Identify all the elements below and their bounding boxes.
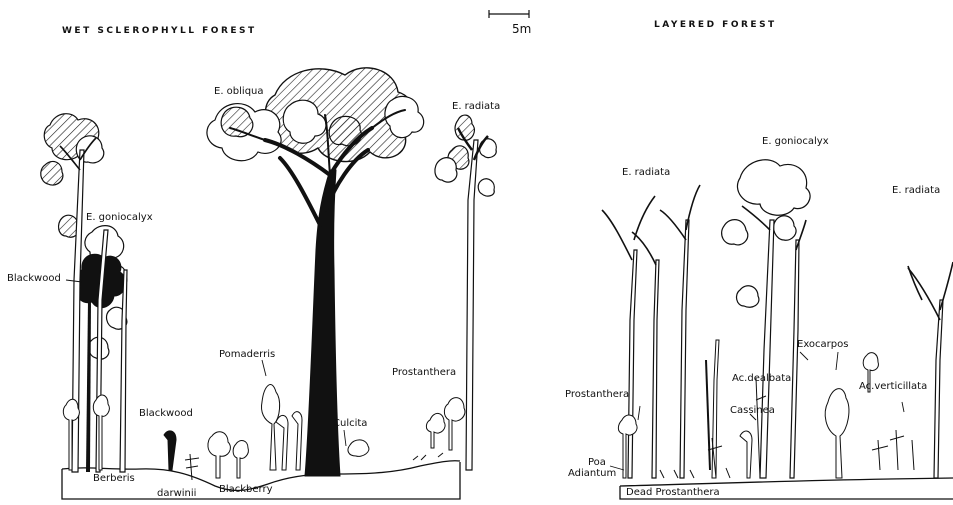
label-e-radiata-right-left: E. radiata — [622, 167, 670, 179]
label-exocarpos: Exocarpos — [797, 339, 848, 351]
tree-e-radiata-right-left — [602, 185, 719, 478]
label-pomaderris: Pomaderris — [219, 349, 275, 361]
heading-layered-forest: LAYERED FOREST — [654, 20, 777, 30]
heading-wet-sclerophyll-forest: WET SCLEROPHYLL FOREST — [62, 26, 257, 36]
label-e-radiata-left: E. radiata — [452, 101, 500, 113]
label-adiantum: Adiantum — [568, 468, 616, 480]
label-blackwood-upper: Blackwood — [7, 273, 61, 285]
label-e-obliqua: E. obliqua — [214, 86, 264, 98]
scale-label: 5m — [512, 22, 531, 36]
label-darwinii: darwinii — [157, 488, 196, 500]
label-e-radiata-right-right: E. radiata — [892, 185, 940, 197]
label-ac-verticillata: Ac.verticillata — [859, 381, 927, 393]
label-prostanthera-right: Prostanthera — [565, 389, 629, 401]
label-ac-dealbata: Ac.dealbata — [732, 373, 791, 385]
label-blackberry: Blackberry — [219, 484, 273, 496]
label-culcita: Culcita — [333, 418, 367, 430]
label-blackwood-lower: Blackwood — [139, 408, 193, 420]
scale-bar — [489, 10, 529, 18]
label-e-goniocalyx-right: E. goniocalyx — [762, 136, 829, 148]
tree-e-radiata-left-panel — [435, 115, 496, 470]
tree-e-radiata-right-right — [908, 262, 953, 478]
label-dead-prostanthera: Dead Prostanthera — [626, 487, 720, 499]
label-cassinea: Cassinea — [730, 405, 775, 417]
tree-e-goniocalyx-left — [41, 114, 127, 472]
tree-e-obliqua — [207, 68, 424, 476]
tree-e-goniocalyx-right — [722, 160, 810, 478]
label-e-goniocalyx-left: E. goniocalyx — [86, 212, 153, 224]
label-berberis: Berberis — [93, 473, 135, 485]
label-prostanthera-left: Prostanthera — [392, 367, 456, 379]
